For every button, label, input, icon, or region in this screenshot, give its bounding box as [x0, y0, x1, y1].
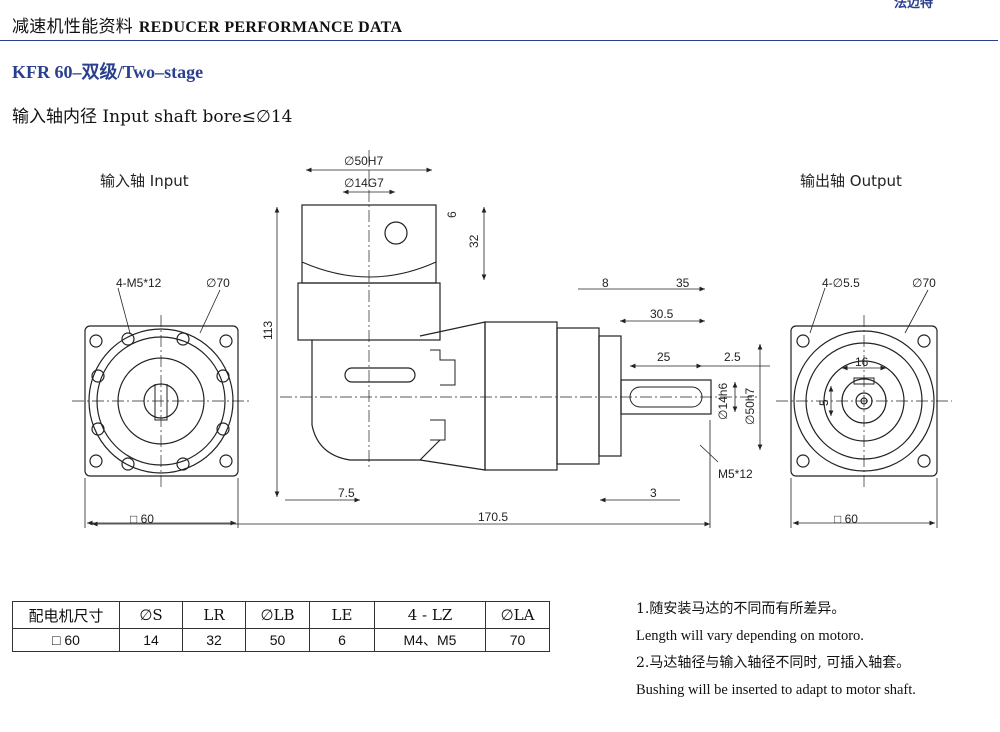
cell-motor-size: □ 60: [12, 628, 120, 652]
dim-25: 25: [657, 350, 671, 364]
output-bolt-spec: 4-∅5.5: [822, 276, 860, 290]
side-view: [92, 150, 770, 528]
note-1-en: Length will vary depending on motoro.: [636, 628, 864, 644]
col-lr: LR: [182, 601, 246, 629]
cell-s: 14: [119, 628, 183, 652]
col-le: LE: [309, 601, 375, 629]
brand-logo-text: 法迈特: [894, 0, 934, 11]
notes: 1.随安装马达的不同而有所差异。 Length will vary depend…: [636, 596, 996, 704]
dim-2-5: 2.5: [724, 350, 741, 364]
col-lz: 4 - LZ: [374, 601, 486, 629]
input-flange-view: [72, 287, 250, 528]
dim-bore-50h7: ∅50H7: [344, 154, 383, 168]
col-lb: ∅LB: [245, 601, 310, 629]
dim-pilot-50h7: ∅50h7: [743, 388, 757, 425]
dim-32: 32: [467, 234, 481, 248]
cell-lz: M4、M5: [374, 628, 486, 652]
dim-bore-14g7: ∅14G7: [344, 176, 384, 190]
input-bolt-spec: 4-M5*12: [116, 276, 162, 290]
cell-le: 6: [309, 628, 375, 652]
dim-30-5: 30.5: [650, 307, 674, 321]
output-key-height: 5: [817, 399, 831, 406]
dim-shaft-14h6: ∅14h6: [716, 383, 730, 420]
section-title: 减速机性能资料 REDUCER PERFORMANCE DATA: [12, 12, 402, 37]
cell-la: 70: [485, 628, 550, 652]
dim-170-5: 170.5: [478, 510, 508, 524]
technical-drawing: 输入轴 Input 输出轴 Output 4-M5*12 ∅70 □ 60: [72, 150, 952, 528]
dim-113: 113: [261, 321, 275, 340]
output-square-size: □ 60: [834, 512, 858, 526]
header-divider: [0, 40, 998, 41]
input-pcd: ∅70: [206, 276, 230, 290]
cell-lb: 50: [245, 628, 310, 652]
output-label: 输出轴 Output: [800, 172, 902, 190]
output-pcd: ∅70: [912, 276, 936, 290]
input-label: 输入轴 Input: [100, 172, 189, 190]
dim-35: 35: [676, 276, 690, 290]
note-2-cn: 2.马达轴径与输入轴径不同时, 可插入轴套。: [636, 655, 911, 671]
dim-8: 8: [602, 276, 609, 290]
spec-table: 配电机尺寸 ∅S LR ∅LB LE 4 - LZ ∅LA □ 60 14 32…: [12, 601, 550, 652]
output-key-width: 16: [855, 355, 869, 369]
dim-m5-thread: M5*12: [718, 467, 753, 481]
dim-3: 3: [650, 486, 657, 500]
col-s: ∅S: [119, 601, 183, 629]
spec-table-header-row: 配电机尺寸 ∅S LR ∅LB LE 4 - LZ ∅LA: [12, 601, 550, 629]
model-title: KFR 60–双级/Two–stage: [12, 62, 204, 82]
cell-lr: 32: [182, 628, 246, 652]
input-bore-note: 输入轴内径 Input shaft bore≤∅14: [12, 107, 293, 127]
output-flange-view: [776, 287, 952, 528]
note-2-en: Bushing will be inserted to adapt to mot…: [636, 682, 916, 698]
section-title-en: REDUCER PERFORMANCE DATA: [138, 19, 403, 36]
section-title-cn: 减速机性能资料: [12, 17, 134, 37]
dim-7-5: 7.5: [338, 486, 355, 500]
note-1-cn: 1.随安装马达的不同而有所差异。: [636, 601, 846, 617]
col-la: ∅LA: [485, 601, 550, 629]
dim-6: 6: [445, 211, 459, 218]
col-motor-size: 配电机尺寸: [12, 601, 120, 629]
table-row: □ 60 14 32 50 6 M4、M5 70: [12, 628, 550, 652]
